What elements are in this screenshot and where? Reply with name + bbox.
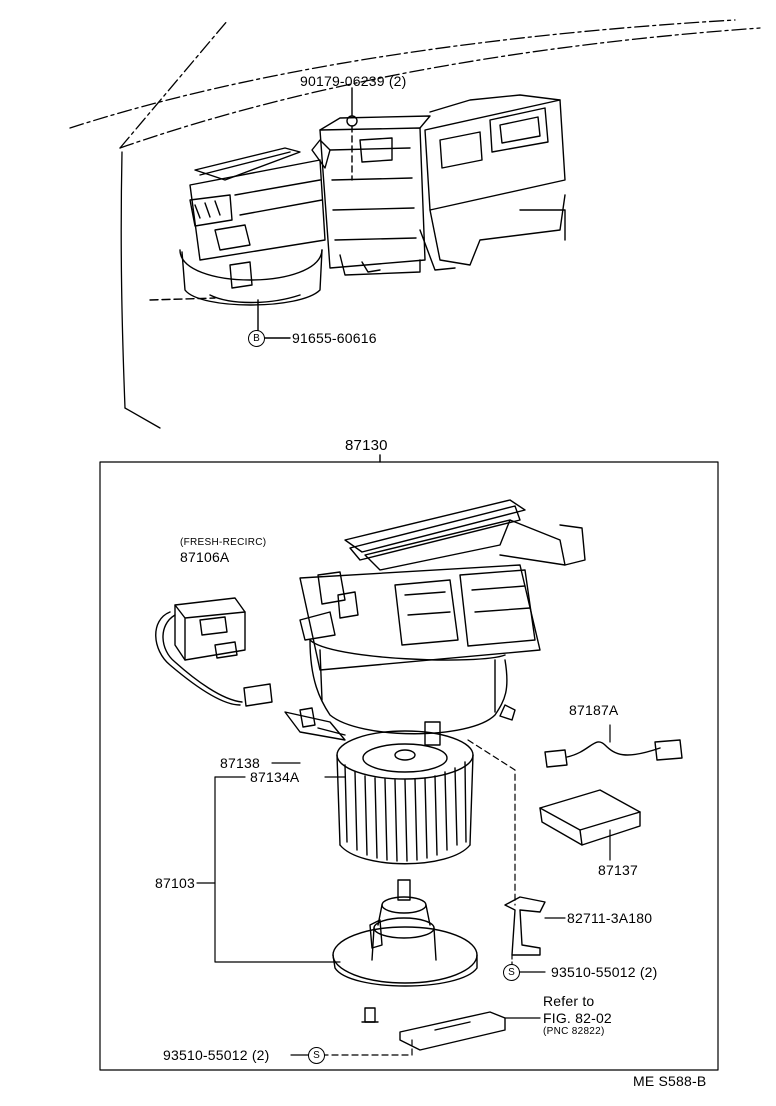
resistor-drawing — [284, 707, 346, 741]
fan-drawing — [336, 730, 474, 865]
dash-clip — [149, 297, 216, 301]
leader-lines — [196, 724, 611, 1056]
assembly-frame — [99, 461, 719, 1071]
motor-label: 87103 — [155, 875, 195, 891]
dashboard-outline — [69, 19, 761, 429]
blower-case-drawing — [299, 499, 586, 746]
top-blower-drawing — [179, 147, 326, 306]
screw-left-badge: S — [308, 1047, 325, 1064]
motor-drawing — [332, 879, 478, 987]
harness-drawing — [544, 739, 683, 768]
harness-label: 87187A — [569, 702, 619, 718]
cover-drawing — [539, 789, 641, 846]
bolt-label: 90179-06239 (2) — [300, 73, 407, 89]
servo-label: 87106A — [180, 549, 230, 565]
heater-unit-drawing — [311, 94, 566, 276]
bracket-label: 82711-3A180 — [567, 910, 653, 926]
fan-label: 87134A — [250, 769, 300, 785]
clip-badge: B — [248, 330, 265, 347]
servo-note: (FRESH-RECIRC) — [180, 537, 267, 548]
screw-left-label: 93510-55012 (2) — [163, 1047, 270, 1063]
refer-line2: FIG. 82-02 — [543, 1010, 612, 1026]
refer-line3: (PNC 82822) — [543, 1026, 605, 1037]
cover-label: 87137 — [598, 862, 638, 878]
footer-code: ME S588-B — [633, 1073, 707, 1089]
screw-right-badge: S — [503, 964, 520, 981]
bottom-bracket-drawing — [399, 1011, 506, 1051]
screw-right-label: 93510-55012 (2) — [551, 964, 658, 980]
refer-line1: Refer to — [543, 993, 595, 1009]
screw-drawing — [361, 1007, 379, 1023]
servo-motor-drawing — [155, 597, 273, 707]
resistor-label: 87138 — [220, 755, 260, 771]
bracket-drawing — [504, 896, 546, 956]
assembly-label: 87130 — [345, 437, 388, 454]
clip-label: 91655-60616 — [292, 330, 377, 346]
